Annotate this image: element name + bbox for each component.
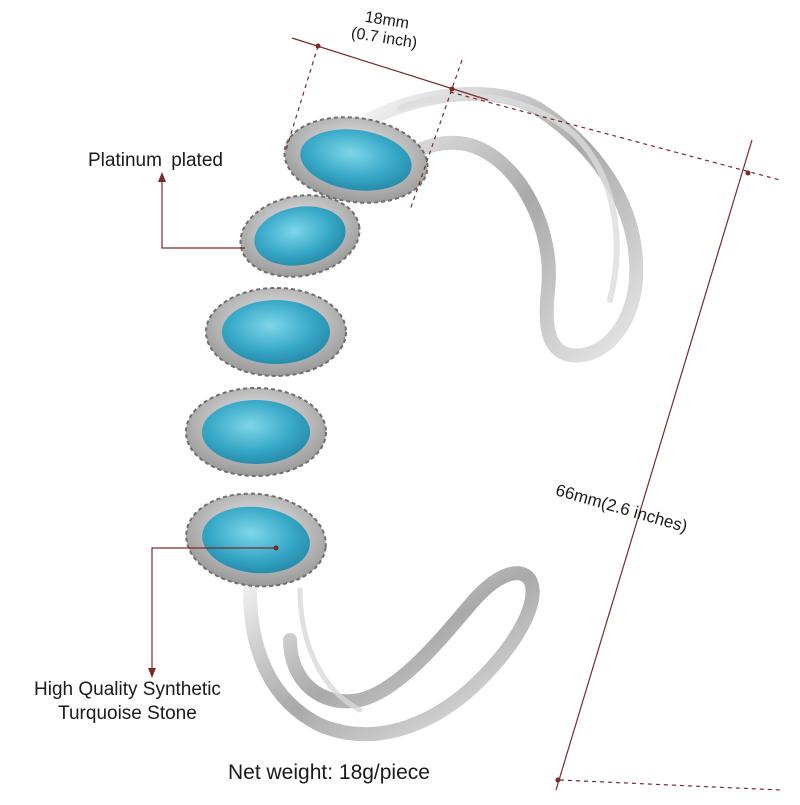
width-dimension-line — [291, 37, 489, 101]
stone-leader — [151, 547, 276, 672]
width-extension-right — [409, 59, 463, 211]
turquoise-stone-icon — [239, 194, 361, 278]
turquoise-stone-icon — [283, 116, 429, 204]
bangle-icon — [243, 86, 644, 742]
width-extension-left — [285, 45, 319, 151]
stone-label-line2: Turquoise Stone — [58, 702, 197, 724]
turquoise-stone-icon — [185, 492, 327, 588]
height-dimension-line — [555, 139, 753, 791]
plating-label: Platinum plated — [88, 150, 223, 171]
stone-label-line1: High Quality Synthetic — [34, 679, 221, 700]
dimension-markers — [148, 43, 751, 783]
height-extension-bottom — [559, 779, 781, 791]
height-extension-top — [449, 91, 781, 181]
dimension-lines — [151, 37, 781, 791]
weight-label: Net weight: 18g/piece — [228, 761, 430, 784]
turquoise-stone-icon — [205, 287, 347, 377]
turquoise-stone-icon — [185, 387, 327, 477]
plating-leader — [161, 178, 245, 249]
stone-group — [185, 116, 429, 588]
stone-label: High Quality Synthetic Turquoise Stone — [34, 678, 221, 726]
